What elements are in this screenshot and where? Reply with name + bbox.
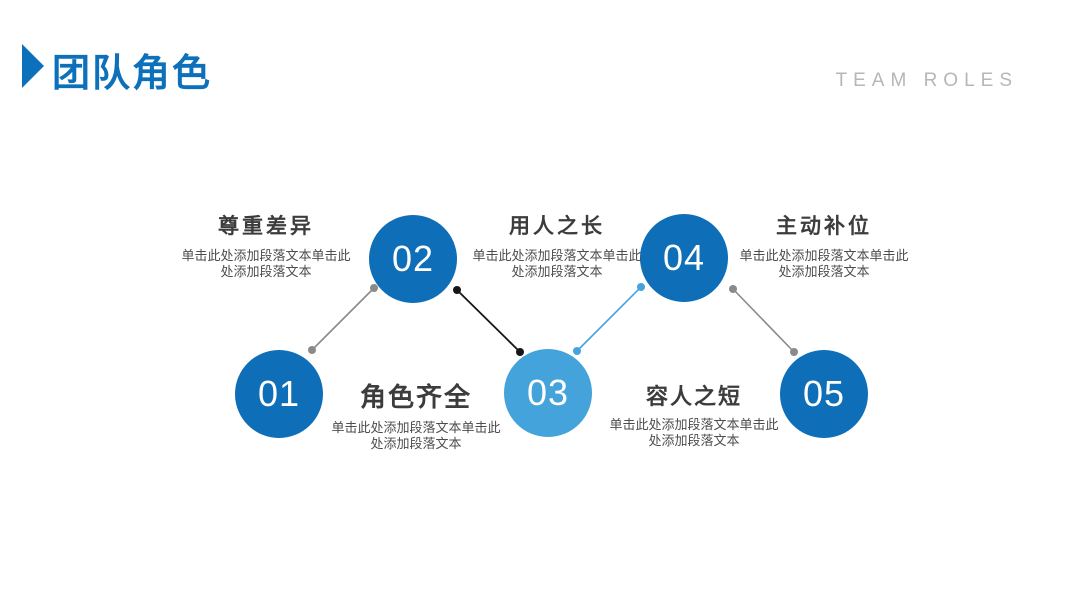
- connector-04-05: [732, 288, 795, 353]
- step-circle-02: 02: [369, 215, 457, 303]
- connector-dot: [308, 346, 316, 354]
- section-heading: 容人之短: [645, 384, 742, 409]
- section-body-line: 单击此处添加段落文本单击此: [181, 248, 351, 263]
- step-number-02: 02: [391, 238, 435, 279]
- step-circle-04: 04: [640, 214, 728, 302]
- step-number-01: 01: [257, 373, 301, 414]
- slide-header: 团队角色 TEAM ROLES: [0, 0, 1080, 110]
- section-tolerate-shortcomings: 容人之短 单击此处添加段落文本单击此 处添加段落文本: [584, 379, 804, 449]
- section-proactive-backup: 主动补位 单击此处添加段落文本单击此 处添加段落文本: [714, 210, 934, 280]
- section-complete-roles: 角色齐全 单击此处添加段落文本单击此 处添加段落文本: [306, 377, 526, 452]
- section-heading: 角色齐全: [359, 382, 472, 412]
- connector-01-02: [311, 287, 375, 351]
- section-body-line: 单击此处添加段落文本单击此: [609, 417, 779, 432]
- section-body-line: 单击此处添加段落文本单击此: [739, 248, 909, 263]
- connector-dot: [790, 348, 798, 356]
- section-body-line: 处添加段落文本: [220, 264, 312, 279]
- connector-02-03: [456, 289, 521, 353]
- section-use-strengths: 用人之长 单击此处添加段落文本单击此 处添加段落文本: [447, 210, 667, 280]
- section-heading: 用人之长: [509, 215, 605, 238]
- connector-dot: [573, 347, 581, 355]
- connector-dot: [516, 348, 524, 356]
- title-arrow-icon: [22, 44, 44, 88]
- page-title: 团队角色: [52, 53, 213, 95]
- step-number-04: 04: [662, 237, 706, 278]
- connector-dot: [729, 285, 737, 293]
- connector-dot: [453, 286, 461, 294]
- step-number-05: 05: [802, 373, 846, 414]
- step-number-03: 03: [526, 372, 570, 413]
- section-heading: 主动补位: [776, 215, 872, 238]
- page-subtitle: TEAM ROLES: [835, 70, 1018, 91]
- section-body-line: 处添加段落文本: [370, 436, 462, 451]
- connector-dot: [637, 283, 645, 291]
- section-respect-differences: 尊重差异 单击此处添加段落文本单击此 处添加段落文本: [156, 210, 376, 280]
- section-body-line: 处添加段落文本: [778, 264, 870, 279]
- section-heading: 尊重差异: [218, 215, 314, 238]
- step-circle-05: 05: [780, 350, 868, 438]
- section-body-line: 单击此处添加段落文本单击此: [472, 248, 642, 263]
- section-body-line: 处添加段落文本: [511, 264, 603, 279]
- step-circle-01: 01: [235, 350, 323, 438]
- section-body-line: 单击此处添加段落文本单击此: [331, 420, 501, 435]
- section-body-line: 处添加段落文本: [648, 433, 740, 448]
- step-circle-03: 03: [504, 349, 592, 437]
- connector-03-04: [576, 286, 642, 352]
